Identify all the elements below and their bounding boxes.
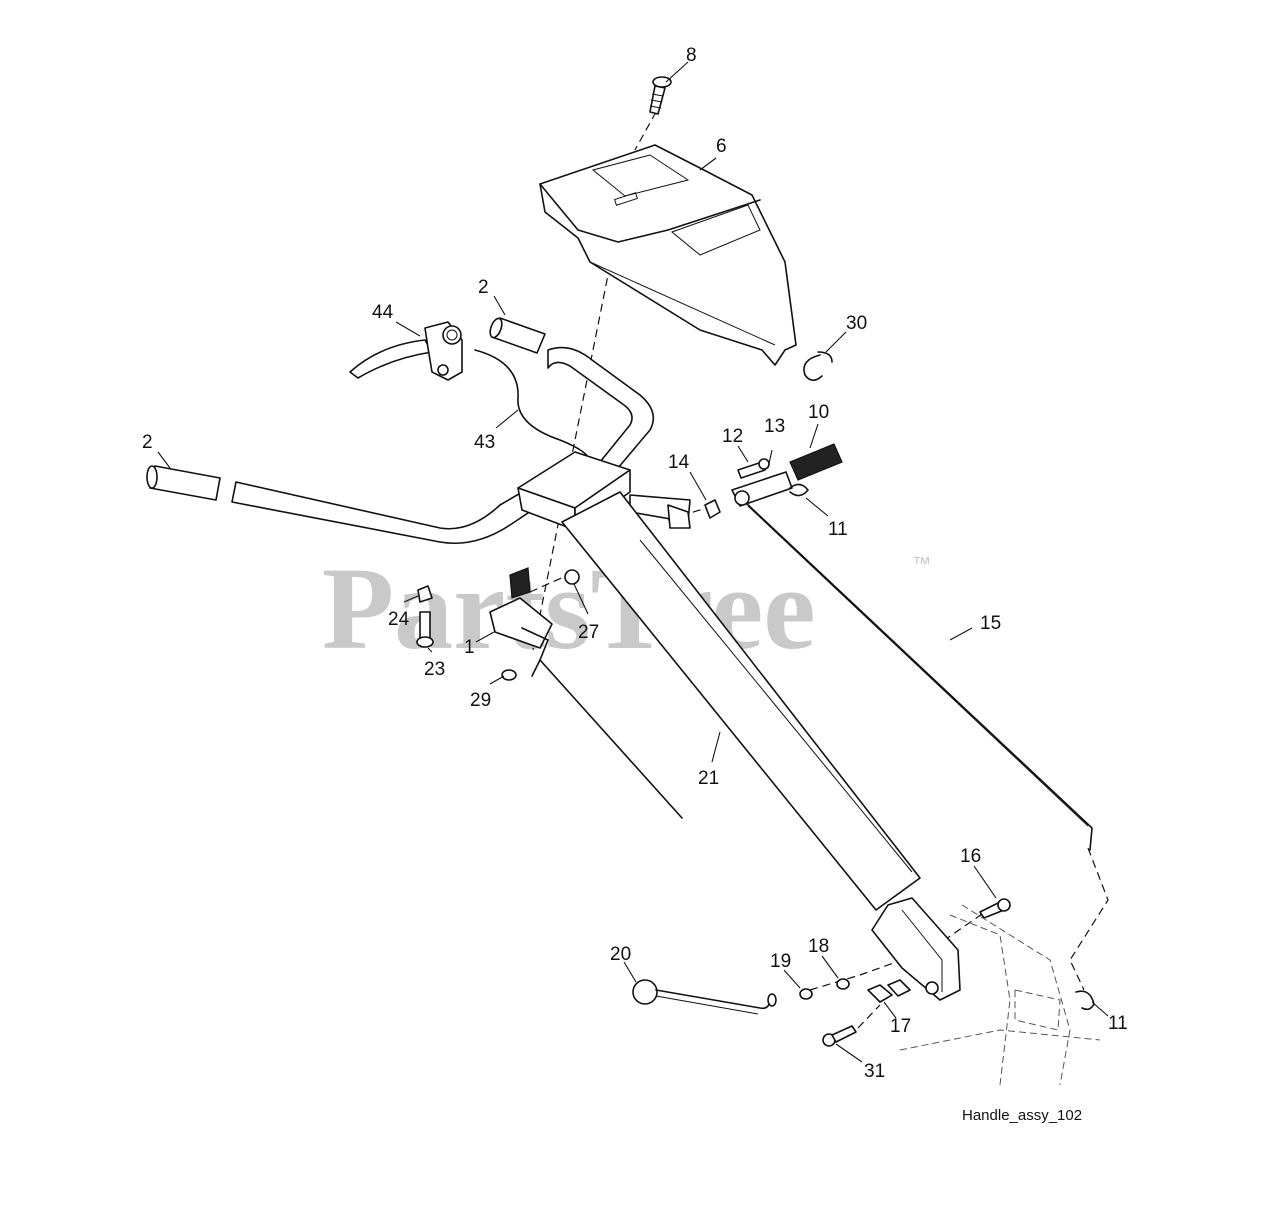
callout-21: 21	[698, 768, 719, 789]
callout-18: 18	[808, 936, 829, 957]
tube-base	[871, 897, 961, 1001]
part-21-main-tube	[561, 491, 921, 911]
part-18-nut	[836, 978, 850, 990]
callout-11-upper: 11	[828, 519, 848, 540]
callouts: 8 6 2 44 30 43 2 10 12 13 14 11 24 27 1 …	[142, 45, 1128, 1082]
part-29-nut	[501, 669, 517, 681]
part-27-nut	[564, 569, 580, 585]
callout-19: 19	[770, 951, 791, 972]
part-11-pin-upper	[789, 483, 809, 497]
part-16-bolt	[979, 898, 1011, 919]
callout-11-lower: 11	[1108, 1013, 1128, 1034]
part-19-washer	[799, 988, 813, 1000]
callout-12: 12	[722, 426, 743, 447]
part-12-bolt	[737, 458, 770, 479]
part-44-lever	[349, 321, 463, 381]
part-11-pin-lower	[1075, 990, 1095, 1011]
frame-ghost	[899, 904, 1101, 1086]
part-20-shift-lever	[632, 979, 777, 1015]
part-17-blocks	[867, 979, 911, 1003]
part-6-console-cover	[539, 144, 797, 366]
part-10-knob	[789, 443, 843, 481]
part-2-grip-lower	[146, 465, 221, 501]
callout-30: 30	[846, 313, 867, 334]
callout-17: 17	[890, 1016, 911, 1037]
watermark-trademark: ™	[912, 554, 931, 575]
callout-16: 16	[960, 846, 981, 867]
callout-23: 23	[424, 659, 445, 680]
part-2-grip-upper	[489, 317, 546, 354]
callout-2-upper: 2	[478, 277, 489, 298]
callout-13: 13	[764, 416, 785, 437]
callout-20: 20	[610, 944, 631, 965]
callout-1: 1	[464, 637, 475, 658]
callout-43: 43	[474, 432, 495, 453]
part-15-rod	[744, 501, 1093, 851]
callout-24: 24	[388, 609, 410, 630]
part-13-link	[731, 471, 793, 507]
part-43-cable	[474, 349, 591, 463]
callout-31: 31	[864, 1061, 885, 1082]
part-8-screw	[649, 76, 672, 115]
part-1-control-bracket	[489, 567, 683, 819]
part-23-bolt	[416, 611, 434, 648]
leader-lines	[157, 61, 1109, 1063]
diagram-caption: Handle_assy_102	[962, 1107, 1082, 1124]
callout-8: 8	[686, 45, 697, 66]
part-14-spacer	[704, 499, 721, 519]
callout-15: 15	[980, 613, 1001, 634]
callout-6: 6	[716, 136, 727, 157]
part-31-bolt	[822, 1025, 857, 1047]
callout-44: 44	[372, 302, 394, 323]
part-30-clip	[803, 351, 833, 382]
part-24-clip	[417, 585, 433, 603]
callout-29: 29	[470, 690, 491, 711]
callout-27: 27	[578, 622, 599, 643]
callout-2-lower: 2	[142, 432, 153, 453]
callout-10: 10	[808, 402, 829, 423]
callout-14: 14	[668, 452, 690, 473]
